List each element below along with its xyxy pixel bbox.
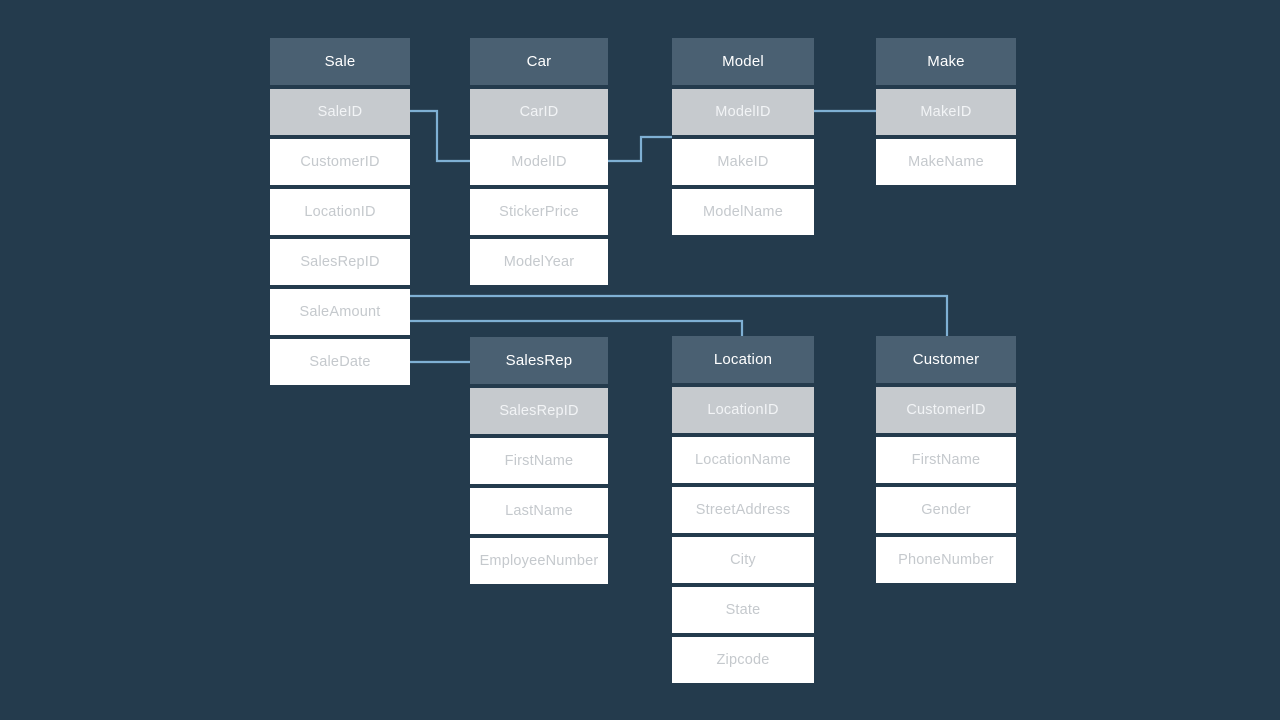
entity-sale-field-saleamount[interactable]: SaleAmount <box>270 289 410 335</box>
entity-sale-field-saleid[interactable]: SaleID <box>270 89 410 135</box>
entity-make-field-makeid[interactable]: MakeID <box>876 89 1016 135</box>
entity-location-title: Location <box>672 336 814 383</box>
entity-sale-field-saledate[interactable]: SaleDate <box>270 339 410 385</box>
connector-sale-customer <box>410 294 949 337</box>
entity-salesrep-field-lastname[interactable]: LastName <box>470 488 608 534</box>
entity-model-field-modelid[interactable]: ModelID <box>672 89 814 135</box>
entity-salesrep-field-employeenumber[interactable]: EmployeeNumber <box>470 538 608 584</box>
entity-make-field-makename[interactable]: MakeName <box>876 139 1016 185</box>
connector-sale-location <box>410 319 744 336</box>
entity-model-field-modelname[interactable]: ModelName <box>672 189 814 235</box>
entity-customer-field-gender[interactable]: Gender <box>876 487 1016 533</box>
entity-salesrep[interactable]: SalesRep SalesRepID FirstName LastName E… <box>470 337 608 584</box>
entity-location-field-locationid[interactable]: LocationID <box>672 387 814 433</box>
entity-location-field-city[interactable]: City <box>672 537 814 583</box>
entity-sale-field-customerid[interactable]: CustomerID <box>270 139 410 185</box>
entity-model-field-makeid[interactable]: MakeID <box>672 139 814 185</box>
entity-location-field-streetaddress[interactable]: StreetAddress <box>672 487 814 533</box>
entity-customer-title: Customer <box>876 336 1016 383</box>
entity-sale-field-salesrepid[interactable]: SalesRepID <box>270 239 410 285</box>
entity-sale[interactable]: Sale SaleID CustomerID LocationID SalesR… <box>270 38 410 385</box>
entity-customer-field-phonenumber[interactable]: PhoneNumber <box>876 537 1016 583</box>
entity-location-field-zipcode[interactable]: Zipcode <box>672 637 814 683</box>
entity-location-field-locationname[interactable]: LocationName <box>672 437 814 483</box>
entity-sale-title: Sale <box>270 38 410 85</box>
entity-salesrep-field-firstname[interactable]: FirstName <box>470 438 608 484</box>
entity-car-field-carid[interactable]: CarID <box>470 89 608 135</box>
entity-car-field-stickerprice[interactable]: StickerPrice <box>470 189 608 235</box>
entity-customer-field-firstname[interactable]: FirstName <box>876 437 1016 483</box>
entity-customer[interactable]: Customer CustomerID FirstName Gender Pho… <box>876 336 1016 583</box>
entity-salesrep-field-salesrepid[interactable]: SalesRepID <box>470 388 608 434</box>
entity-car-field-modelyear[interactable]: ModelYear <box>470 239 608 285</box>
entity-salesrep-title: SalesRep <box>470 337 608 384</box>
entity-customer-field-customerid[interactable]: CustomerID <box>876 387 1016 433</box>
entity-make[interactable]: Make MakeID MakeName <box>876 38 1016 185</box>
connector-car-model <box>608 135 672 163</box>
entity-model[interactable]: Model ModelID MakeID ModelName <box>672 38 814 235</box>
entity-location-field-state[interactable]: State <box>672 587 814 633</box>
entity-location[interactable]: Location LocationID LocationName StreetA… <box>672 336 814 683</box>
entity-car-title: Car <box>470 38 608 85</box>
entity-car[interactable]: Car CarID ModelID StickerPrice ModelYear <box>470 38 608 285</box>
connector-sale-car <box>410 109 470 163</box>
entity-sale-field-locationid[interactable]: LocationID <box>270 189 410 235</box>
entity-model-title: Model <box>672 38 814 85</box>
entity-car-field-modelid[interactable]: ModelID <box>470 139 608 185</box>
entity-make-title: Make <box>876 38 1016 85</box>
